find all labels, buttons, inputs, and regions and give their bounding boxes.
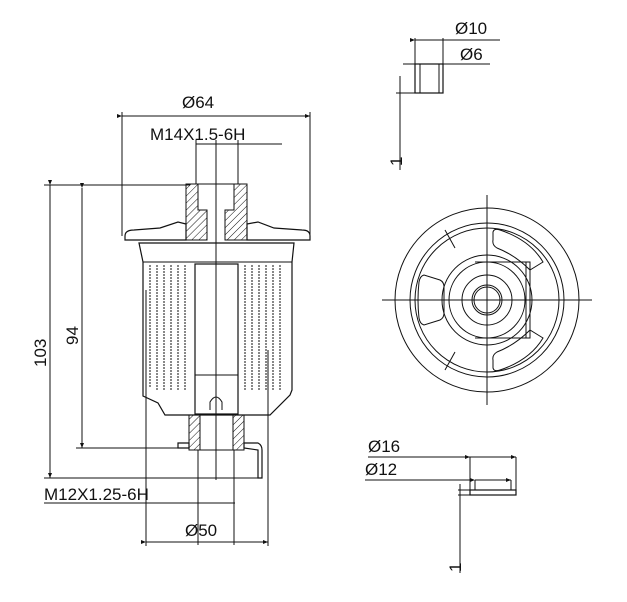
lid-left bbox=[124, 221, 187, 241]
top-fitting-left bbox=[185, 183, 208, 241]
dim-top-thread: M14X1.5-6H bbox=[150, 125, 245, 144]
dim-outer-diameter: Ø64 bbox=[182, 93, 214, 112]
top-fitting-right bbox=[224, 183, 248, 241]
dim-bottom-washer-outer: Ø16 bbox=[368, 437, 400, 456]
center-tube bbox=[194, 263, 239, 415]
bottom-washer-detail: Ø16 Ø12 1 bbox=[365, 437, 517, 573]
bottom-fitting-left bbox=[188, 414, 201, 451]
dim-overall-height: 103 bbox=[31, 339, 50, 367]
dim-top-washer-outer: Ø10 bbox=[455, 19, 487, 38]
dim-bottom-washer-inner: Ø12 bbox=[365, 460, 397, 479]
dim-bottom-washer-thickness: 1 bbox=[446, 563, 465, 572]
bottom-fitting-right bbox=[232, 414, 245, 451]
front-view bbox=[382, 195, 592, 405]
dim-bottom-thread: M12X1.25-6H bbox=[44, 485, 149, 504]
side-view-dimensions: Ø64 M14X1.5-6H 103 94 M12X1.25-6H Ø50 bbox=[31, 93, 311, 546]
filter-pleats bbox=[149, 265, 281, 390]
dim-body-height: 94 bbox=[63, 326, 82, 345]
dim-top-washer-inner: Ø6 bbox=[460, 45, 483, 64]
dim-top-washer-thickness: 1 bbox=[387, 157, 406, 166]
filter-body bbox=[138, 242, 295, 416]
top-washer-detail: Ø10 Ø6 1 bbox=[387, 19, 500, 170]
dim-base-diameter: Ø50 bbox=[185, 521, 217, 540]
lid-right bbox=[246, 221, 311, 241]
side-section-view bbox=[124, 140, 311, 480]
